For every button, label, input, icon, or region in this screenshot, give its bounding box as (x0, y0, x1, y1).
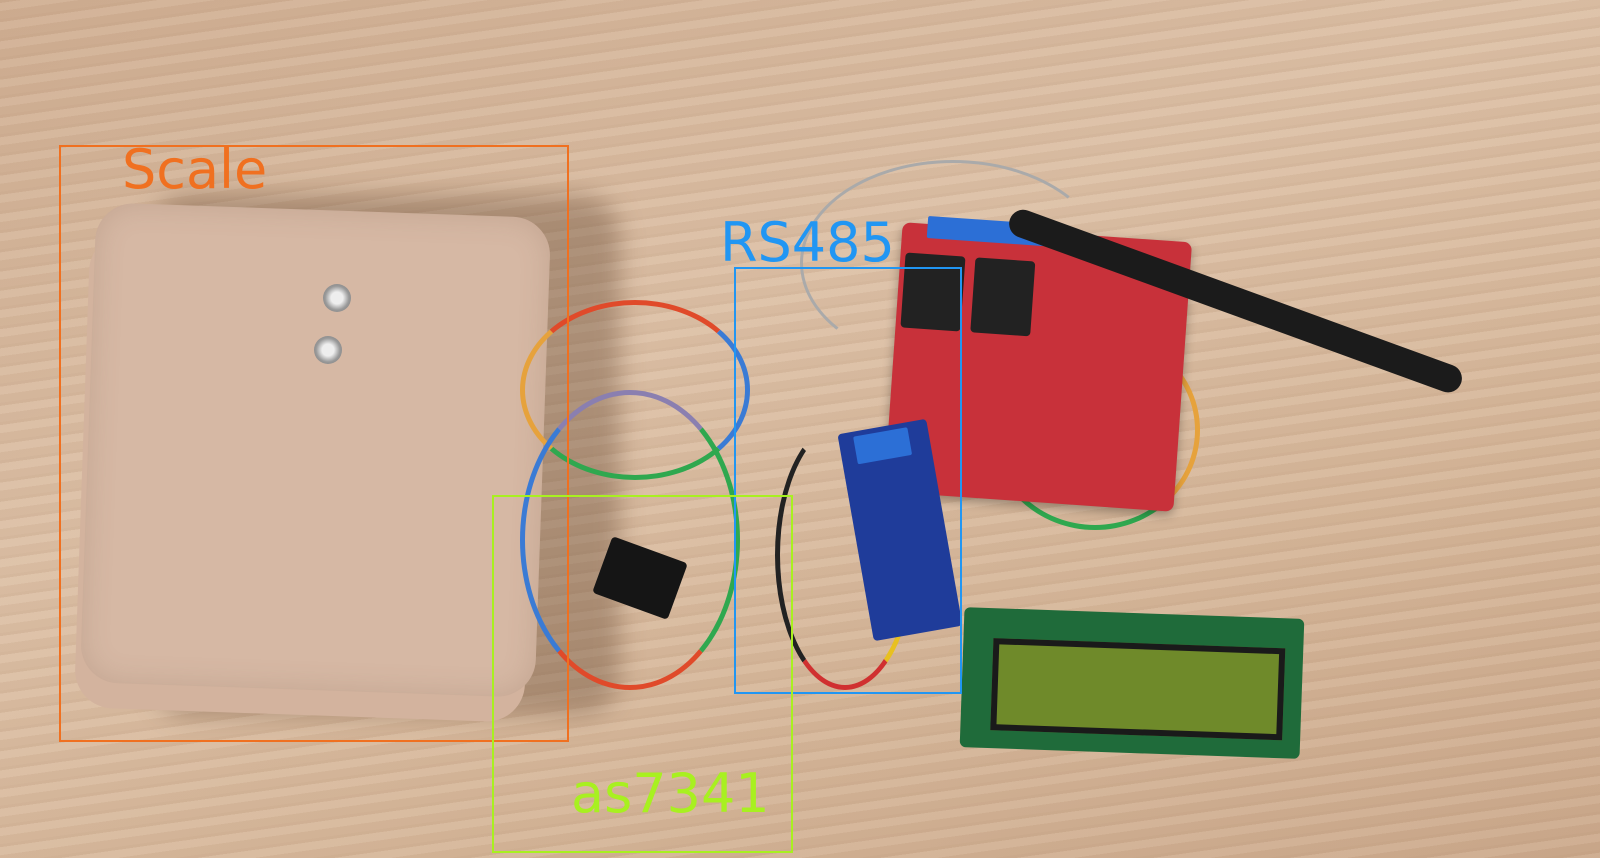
as7341-label: as7341 (571, 762, 770, 825)
screw (314, 336, 342, 364)
antenna-cable (800, 160, 1106, 366)
scale-bounding-box (59, 145, 569, 742)
screw (323, 284, 351, 312)
scale-label: Scale (122, 138, 268, 201)
rs485-bounding-box (734, 267, 962, 694)
rs485-label: RS485 (720, 211, 895, 274)
relay (970, 257, 1036, 337)
lcd-screen (990, 638, 1286, 741)
lcd-display (959, 607, 1305, 759)
ribbon-cable (520, 390, 740, 690)
as7341-bounding-box (492, 495, 793, 853)
